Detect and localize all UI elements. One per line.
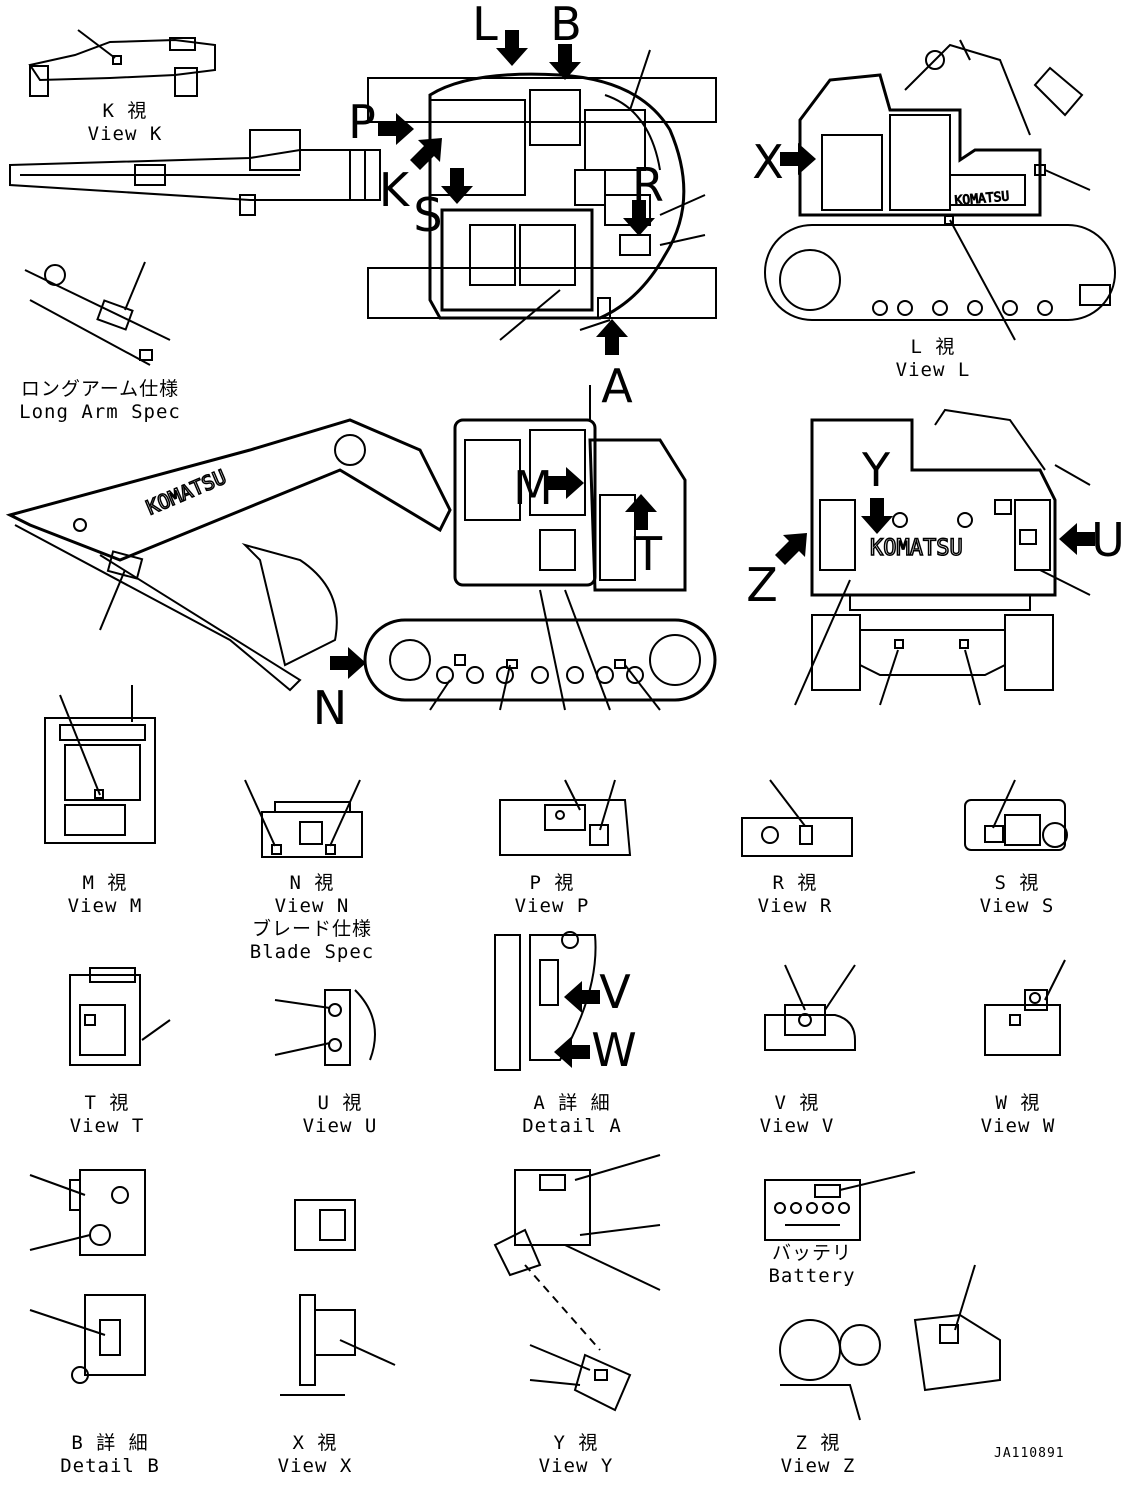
rear-view: KOMATSU xyxy=(794,408,1091,706)
arrow-k xyxy=(410,138,442,170)
arrow-label-s: S xyxy=(413,188,443,242)
arrow-u xyxy=(1059,523,1095,555)
view-m-drawing xyxy=(44,685,156,844)
brand-logo-boom: KOMATSU xyxy=(143,465,230,520)
arrow-l xyxy=(496,30,528,66)
arrow-label-y: Y xyxy=(861,443,891,497)
brand-logo-rear: KOMATSU xyxy=(870,536,963,561)
arrow-t xyxy=(625,494,657,530)
arrow-label-z: Z xyxy=(746,558,778,612)
arrow-label-a: A xyxy=(601,359,633,413)
view-p-drawing xyxy=(499,779,632,856)
arrow-label-x: X xyxy=(752,135,784,189)
arrow-label-r: R xyxy=(632,158,664,212)
arrow-m xyxy=(548,467,584,499)
arrow-label-t: T xyxy=(633,527,663,581)
view-z-drawing xyxy=(779,1264,1001,1421)
view-k-drawing xyxy=(28,29,216,97)
arrow-label-p: P xyxy=(348,95,376,149)
direction-arrows xyxy=(330,30,1095,1068)
arrow-label-v: V xyxy=(599,965,631,1019)
view-r-drawing xyxy=(741,779,853,857)
brand-logo-l: KOMATSU xyxy=(954,189,1010,209)
arrow-y xyxy=(861,498,893,534)
view-v-drawing xyxy=(764,964,856,1051)
arrow-label-b: B xyxy=(550,0,582,51)
battery-drawing xyxy=(764,1171,916,1241)
view-w-drawing xyxy=(984,959,1066,1056)
arrow-p xyxy=(378,113,414,145)
long-arm-detail xyxy=(24,261,171,366)
arrow-label-n: N xyxy=(312,681,348,735)
view-u-drawing xyxy=(274,989,376,1066)
arrow-label-m: M xyxy=(513,461,553,515)
arrow-z xyxy=(775,533,807,565)
view-n-drawing xyxy=(244,779,363,858)
view-y-drawing xyxy=(493,1154,661,1412)
arrow-label-k: K xyxy=(378,163,410,217)
arrow-x xyxy=(780,143,816,175)
arrow-v xyxy=(564,981,600,1013)
arrow-w xyxy=(554,1036,590,1068)
view-l-machine: KOMATSU xyxy=(764,39,1116,341)
detail-b-drawing xyxy=(29,1169,146,1384)
arrow-a xyxy=(596,319,628,355)
arrow-label-w: W xyxy=(591,1023,637,1077)
drawing-code: JA110891 xyxy=(994,1446,1065,1461)
arrow-b xyxy=(549,44,581,80)
arrow-s xyxy=(441,168,473,204)
boom-top-view xyxy=(9,129,381,216)
arrow-r xyxy=(623,200,655,236)
arrow-n xyxy=(330,647,366,679)
view-x-drawing xyxy=(280,1199,396,1396)
view-t-drawing xyxy=(69,967,171,1066)
detail-a-drawing xyxy=(494,931,597,1071)
arrow-label-u: U xyxy=(1091,513,1125,567)
view-s-drawing xyxy=(964,779,1068,851)
upper-top-view xyxy=(367,49,717,341)
arrow-label-l: L xyxy=(472,0,498,51)
